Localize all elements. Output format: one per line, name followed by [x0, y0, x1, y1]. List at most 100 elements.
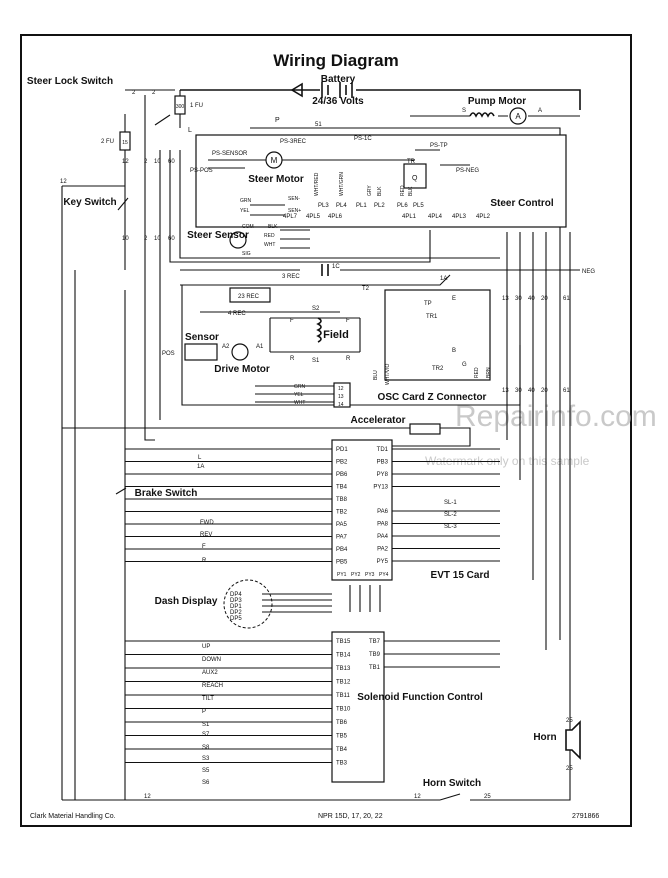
ps-3rec-label: PS-3REC	[280, 139, 307, 145]
svg-text:40: 40	[528, 388, 535, 394]
svg-text:BLK: BLK	[377, 186, 383, 196]
wire-dash-evt	[262, 585, 381, 613]
svg-text:BLU: BLU	[373, 370, 379, 380]
svg-text:GRN: GRN	[240, 198, 252, 204]
steer-pl-labels: PL3 PL4 PL1 PL2 PL6 PL5 4PL7 4PL5 4PL6 4…	[283, 203, 491, 220]
evt-pin-pa7: PA7	[336, 535, 348, 541]
solenoid-pin-tb14: TB14	[336, 653, 351, 659]
f-label-1: F	[290, 318, 294, 324]
steer-sensor-label: Steer Sensor	[187, 230, 249, 241]
svg-text:SIG: SIG	[242, 251, 251, 257]
svg-text:20: 20	[541, 388, 548, 394]
evt-pin-py1: PY1	[337, 572, 347, 578]
wire-2-left-bus	[125, 89, 175, 441]
ps-pos-label: PS-POS	[190, 168, 213, 174]
solenoid-pin-tb13: TB13	[336, 666, 351, 672]
svg-text:12: 12	[60, 179, 67, 185]
evt-pin-pa2: PA2	[377, 547, 389, 553]
svg-text:SEN-: SEN-	[288, 196, 300, 202]
solenoid-pin-tb3: TB3	[336, 761, 348, 767]
evt15-card-box	[331, 439, 393, 581]
svg-text:PL4: PL4	[336, 203, 347, 209]
evt-pin-py4: PY4	[379, 572, 389, 578]
wire-51	[250, 127, 561, 640]
wire-ps-bus	[208, 149, 470, 169]
svg-text:12: 12	[122, 159, 129, 165]
brake-switch-label: Brake Switch	[135, 488, 198, 499]
svg-text:WHT: WHT	[264, 242, 275, 248]
evt-pin-pa4: PA4	[377, 534, 389, 540]
battery-voltage-label: 24/36 Volts	[312, 96, 364, 107]
steer-lock-switch-label: Steer Lock Switch	[27, 76, 113, 87]
evt15-card-label: EVT 15 Card	[431, 570, 490, 581]
drive-sensor-box	[184, 343, 218, 361]
solenoid-pin-tb12: TB12	[336, 680, 351, 686]
solenoid-control-label: Solenoid Function Control	[357, 692, 483, 703]
key-switch-symbol	[117, 197, 129, 211]
wire-51-number: 51	[315, 122, 322, 128]
solenoid-pin-tb11: TB11	[336, 693, 351, 699]
fuse-2fu-label: 2 FU	[101, 139, 114, 145]
s1-label: S1	[312, 358, 320, 364]
b-label: B	[452, 348, 456, 354]
dash-display-label: Dash Display	[155, 596, 218, 607]
contactor-l-label: L	[188, 127, 192, 134]
svg-text:4PL1: 4PL1	[402, 214, 417, 220]
evt-pin-pa5: PA5	[336, 522, 348, 528]
svg-text:REACH: REACH	[202, 683, 223, 689]
svg-text:PL3: PL3	[318, 203, 329, 209]
svg-text:61: 61	[563, 388, 570, 394]
steer-lock-switch-symbol	[154, 114, 171, 126]
evt-right-wires	[392, 448, 500, 562]
accelerator-label: Accelerator	[350, 415, 405, 426]
evt-pin-pb3: PB3	[377, 460, 389, 466]
wire-horn	[470, 700, 571, 801]
svg-text:S7: S7	[202, 732, 210, 738]
solenoid-pin-tb4: TB4	[336, 747, 348, 753]
contactor-p-label: P	[275, 117, 280, 124]
t2-label: T2	[362, 286, 370, 292]
svg-text:S6: S6	[202, 780, 210, 786]
accelerator-symbol	[409, 423, 441, 435]
solenoid-pin-tb1: TB1	[369, 665, 381, 671]
svg-text:60: 60	[168, 236, 175, 242]
pump-motor-symbol	[509, 107, 527, 125]
svg-text:10: 10	[122, 236, 129, 242]
evt-left-wires	[125, 448, 332, 563]
solenoid-right-wires	[384, 640, 500, 668]
evt-pin-pb2: PB2	[336, 460, 348, 466]
battery-main-bus	[180, 89, 581, 110]
steer-wire-color-labels: WHT/RED WHT/GRN GRY BLK RED BLK	[314, 172, 414, 196]
evt-pin-py3: PY3	[365, 572, 375, 578]
solenoid-switch-labels: UP DOWN AUX2 REACH TILT P S1 S7 S8 S3 S5…	[202, 644, 223, 786]
footer-models: NPR 15D, 17, 20, 22	[318, 813, 383, 820]
svg-text:60: 60	[168, 159, 175, 165]
fuse-2fu-rating: 15	[122, 140, 128, 146]
f-label-2: F	[346, 318, 350, 324]
svg-text:L: L	[198, 455, 202, 461]
wire-field-bridge	[269, 317, 361, 353]
evt-pin-tb4: TB4	[336, 485, 348, 491]
dash-pin-dp2: DP2	[230, 610, 242, 616]
battery-negative-link	[290, 82, 303, 98]
pump-s-label: S	[462, 108, 466, 114]
evt-pin-td1: TD1	[377, 447, 389, 453]
svg-text:4PL5: 4PL5	[306, 214, 321, 220]
evt-pin-pa8: PA8	[377, 522, 389, 528]
svg-text:YEL: YEL	[294, 392, 304, 398]
c1-label: 1C	[332, 264, 340, 270]
svg-text:COM: COM	[242, 224, 254, 230]
drive-motor-symbol	[231, 343, 249, 361]
svg-text:10: 10	[154, 236, 161, 242]
rec23-label: 23 REC	[238, 294, 260, 300]
solenoid-pin-tb5: TB5	[336, 734, 348, 740]
steer-control-box	[195, 134, 567, 228]
watermark-sub: Watermark only on this sample	[425, 454, 590, 468]
svg-text:GRY: GRY	[367, 185, 373, 196]
svg-text:4PL4: 4PL4	[428, 214, 443, 220]
